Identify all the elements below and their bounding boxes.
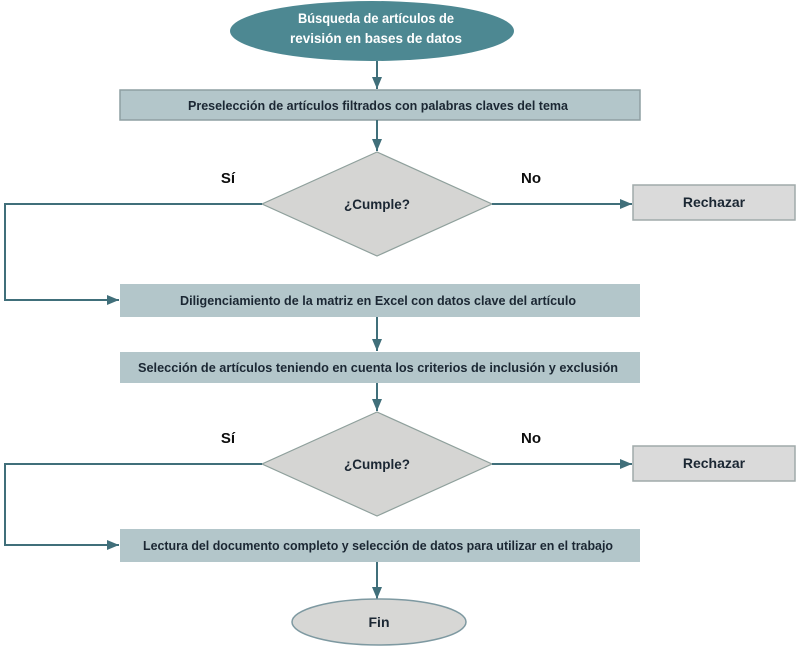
decision1-yes-label: Sí bbox=[221, 170, 236, 187]
reject2-box bbox=[632, 445, 796, 482]
step2-box bbox=[120, 284, 640, 317]
step3-label: Selección de artículos teniendo en cuent… bbox=[138, 360, 618, 375]
step2-label: Diligenciamiento de la matriz en Excel c… bbox=[180, 293, 576, 308]
start-label-line2: revisión en bases de datos bbox=[290, 30, 462, 46]
start-label-line1: Búsqueda de artículos de bbox=[298, 10, 454, 26]
decision2-question: ¿Cumple? bbox=[344, 457, 410, 472]
step3-box bbox=[120, 352, 640, 383]
decision1-diamond bbox=[260, 151, 494, 257]
step1-label: Preselección de artículos filtrados con … bbox=[188, 98, 569, 113]
decision1-yes-path bbox=[4, 203, 262, 305]
decision2-yes-path bbox=[4, 463, 262, 550]
start-ellipse bbox=[230, 1, 514, 61]
reject1-label: Rechazar bbox=[683, 194, 746, 210]
decision2-diamond bbox=[260, 411, 494, 517]
step4-label: Lectura del documento completo y selecci… bbox=[143, 538, 613, 553]
decision1-no-label: No bbox=[521, 170, 541, 187]
end-label: Fin bbox=[369, 614, 390, 630]
end-ellipse bbox=[291, 598, 467, 646]
decision1-question: ¿Cumple? bbox=[344, 197, 410, 212]
reject2-label: Rechazar bbox=[683, 455, 746, 471]
step1-box bbox=[119, 89, 641, 121]
decision2-yes-label: Sí bbox=[221, 430, 236, 447]
decision2-no-label: No bbox=[521, 430, 541, 447]
step4-box bbox=[120, 529, 640, 562]
reject1-box bbox=[632, 184, 796, 221]
